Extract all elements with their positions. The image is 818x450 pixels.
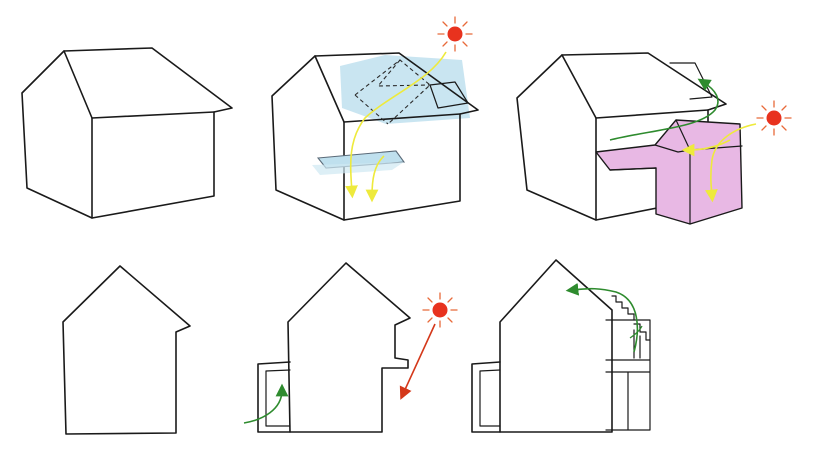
sunlight-arrow (681, 139, 731, 157)
glazing-frame (354, 59, 431, 125)
sun-icon (756, 100, 792, 136)
airflow-arrow (609, 78, 719, 141)
house-section-stair (471, 259, 651, 433)
house-gable-edge (21, 50, 65, 94)
sun-icon (437, 16, 473, 52)
side-extension (595, 119, 743, 225)
house-ridge (63, 50, 215, 119)
section-outline (287, 262, 411, 433)
house-3d-original (21, 47, 233, 219)
house-section-lean-to (243, 262, 458, 433)
house-3d-rooflight (271, 16, 479, 221)
house-3d-extension (516, 52, 792, 225)
sun-icon (422, 292, 458, 328)
section-outline (62, 265, 191, 435)
house-section-original (62, 265, 191, 435)
stair (611, 295, 651, 359)
lean-to (471, 361, 501, 433)
section-outline (499, 259, 613, 433)
sunlight-arrow (365, 155, 385, 203)
direct-ray-arrow (399, 323, 436, 400)
stair-tower (605, 319, 651, 431)
lean-to-inner (265, 369, 291, 427)
lean-to (257, 361, 291, 433)
airflow-arrow-tail (629, 325, 643, 339)
sunlight-arrow (705, 123, 757, 203)
house-outline (21, 47, 233, 219)
house-ridge (561, 54, 709, 119)
airflow-arrow (243, 383, 289, 424)
glazing-skylight (429, 81, 469, 109)
sunlight-arrow (345, 51, 447, 199)
floor-glazing-shadow (312, 162, 404, 175)
lean-to-inner (479, 369, 501, 427)
